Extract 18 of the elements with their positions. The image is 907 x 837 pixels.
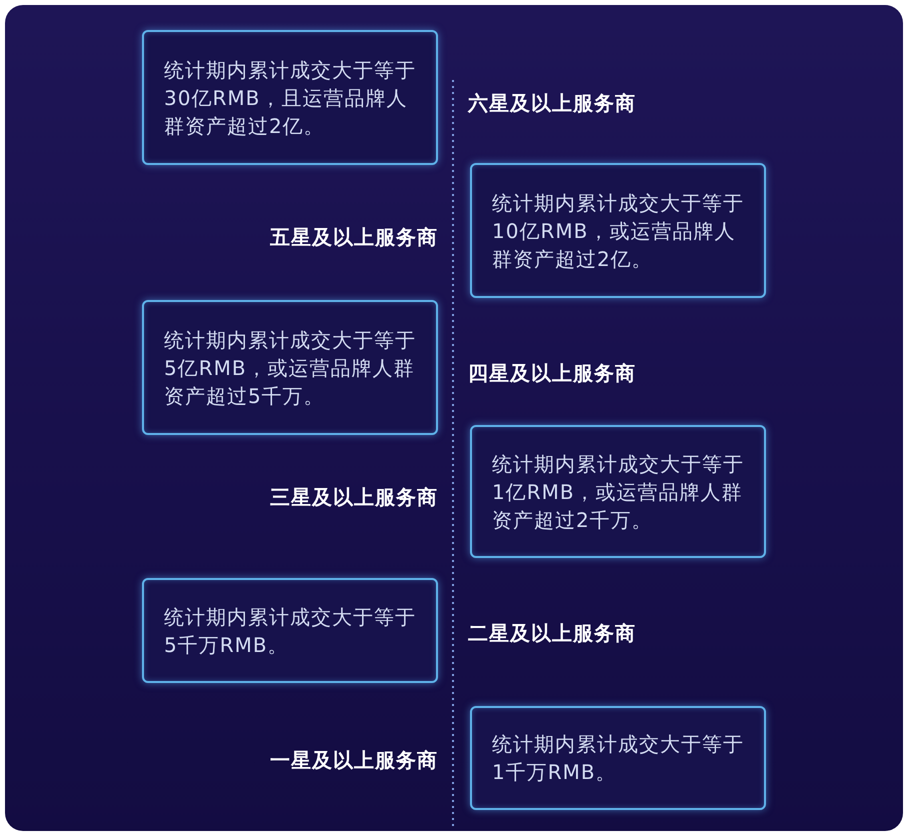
tier-label: 二星及以上服务商 — [468, 620, 636, 647]
tier-label: 四星及以上服务商 — [468, 360, 636, 387]
info-box — [142, 578, 438, 683]
info-box — [470, 163, 766, 298]
tier-label: 一星及以上服务商 — [270, 747, 438, 774]
info-box — [470, 706, 766, 810]
criteria-text: 统计期内累计成交大于等于30亿RMB，且运营品牌人群资产超过2亿。 — [164, 56, 416, 140]
tier-label: 五星及以上服务商 — [270, 224, 438, 251]
info-box — [470, 425, 766, 558]
criteria-text: 统计期内累计成交大于等于5千万RMB。 — [164, 604, 416, 658]
criteria-text: 统计期内累计成交大于等于10亿RMB，或运营品牌人群资产超过2亿。 — [492, 190, 744, 272]
criteria-text: 统计期内累计成交大于等于1千万RMB。 — [492, 731, 744, 786]
info-box — [142, 300, 438, 435]
criteria-text: 统计期内累计成交大于等于5亿RMB，或运营品牌人群资产超过5千万。 — [164, 326, 416, 410]
tier-label: 三星及以上服务商 — [270, 484, 438, 511]
tier-label: 六星及以上服务商 — [468, 90, 636, 117]
criteria-text: 统计期内累计成交大于等于1亿RMB，或运营品牌人群资产超过2千万。 — [492, 450, 744, 534]
info-box — [142, 30, 438, 165]
